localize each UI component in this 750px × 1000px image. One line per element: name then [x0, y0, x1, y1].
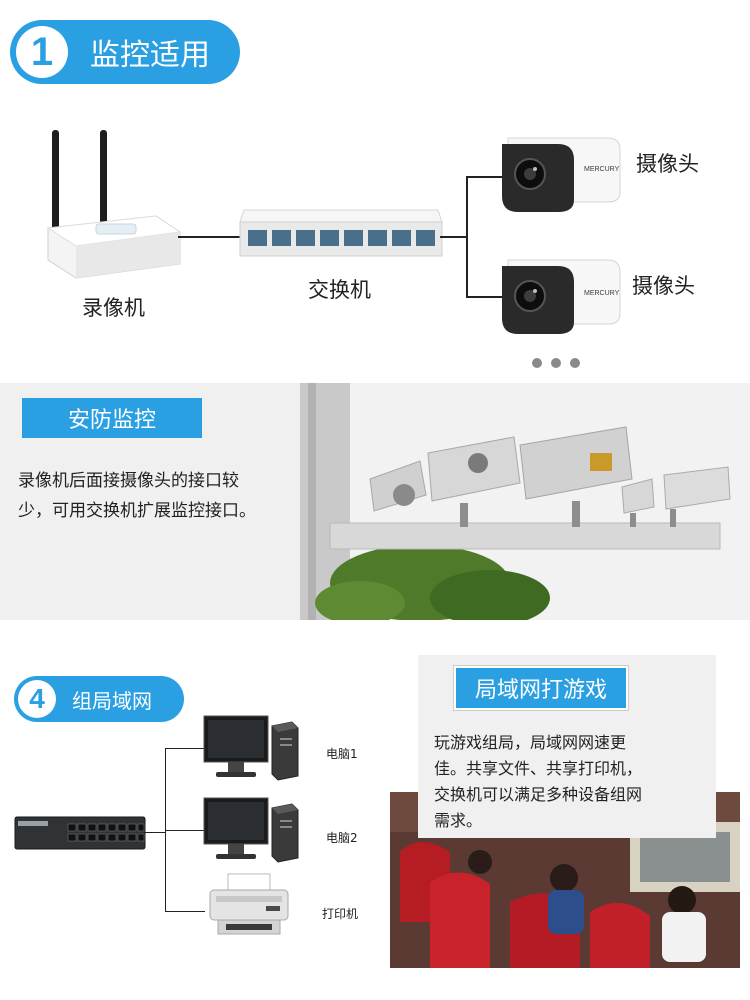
- section1-number: 1: [16, 26, 68, 78]
- bracket-vertical: [466, 176, 468, 298]
- link-pc2: [165, 830, 205, 831]
- camera2-brand: MERCURY: [584, 290, 620, 297]
- camera1-brand: MERCURY: [584, 166, 620, 173]
- camera2-image: [502, 259, 621, 334]
- pc2-image: [203, 797, 299, 863]
- more-dot-2: [551, 358, 561, 368]
- security-camera-photo: [300, 383, 750, 620]
- section4-title: 组局域网: [72, 688, 152, 713]
- section1-header: 1 监控适用: [10, 20, 240, 84]
- link-camera1: [466, 176, 502, 178]
- switch-image: [239, 209, 443, 257]
- gaming-desc-line4: 需求。: [434, 811, 483, 830]
- recorder-image: [46, 130, 182, 279]
- rack-switch-image: [14, 816, 146, 850]
- switch-label: 交换机: [308, 278, 371, 302]
- printer-label: 打印机: [322, 907, 359, 921]
- link-switch-bracket4: [144, 832, 166, 833]
- link-camera2: [466, 296, 502, 298]
- more-dot-3: [570, 358, 580, 368]
- section1-title: 监控适用: [90, 38, 210, 73]
- link-switch-bracket: [440, 236, 468, 238]
- camera2-label: 摄像头: [632, 274, 695, 298]
- section4-number: 4: [18, 680, 56, 718]
- more-dot-1: [532, 358, 542, 368]
- gaming-tag: 局域网打游戏: [454, 666, 628, 710]
- security-desc-line1: 录像机后面接摄像头的接口较: [18, 471, 239, 491]
- printer-image: [209, 873, 289, 935]
- security-description: 录像机后面接摄像头的接口较 少，可用交换机扩展监控接口。: [18, 466, 298, 526]
- security-tag: 安防监控: [22, 398, 202, 438]
- recorder-label: 录像机: [82, 296, 145, 320]
- pc1-image: [203, 715, 299, 781]
- link-printer: [165, 911, 205, 912]
- gaming-desc-line2: 佳。共享文件、共享打印机，: [434, 759, 643, 778]
- pc2-label: 电脑2: [326, 831, 358, 845]
- gaming-desc-line1: 玩游戏组局，局域网网速更: [434, 733, 627, 752]
- security-desc-line2: 少，可用交换机扩展监控接口。: [18, 501, 256, 521]
- camera1-label: 摄像头: [636, 152, 699, 176]
- link-pc1: [165, 748, 205, 749]
- section4-header: 4 组局域网: [14, 676, 184, 722]
- pc1-label: 电脑1: [326, 747, 358, 761]
- gaming-desc-line3: 交换机可以满足多种设备组网: [434, 785, 643, 804]
- gaming-description: 玩游戏组局，局域网网速更 佳。共享文件、共享打印机， 交换机可以满足多种设备组网…: [434, 730, 716, 834]
- camera1-image: [502, 137, 621, 212]
- link-recorder-switch: [178, 236, 242, 238]
